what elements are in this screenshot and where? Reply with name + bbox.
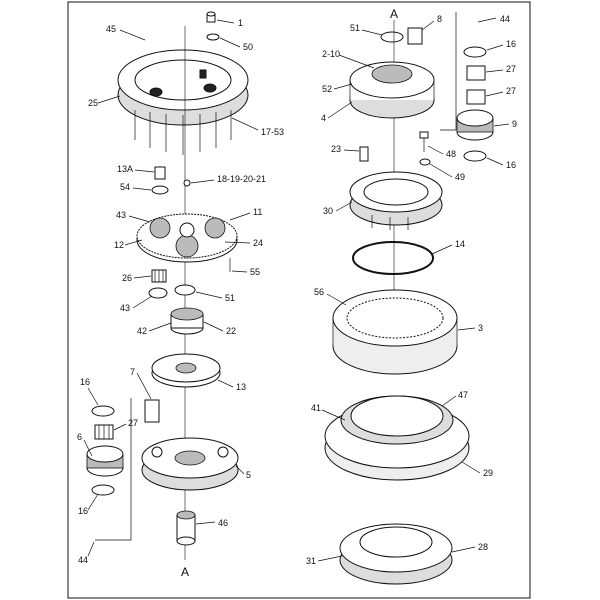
label-7: 7 (130, 367, 135, 377)
label-43-bottom: 43 (120, 303, 130, 313)
label-47: 47 (458, 390, 468, 400)
label-2-10: 2-10 (322, 49, 340, 59)
part-7-pin (144, 399, 160, 423)
part-17-53-bolts (134, 110, 232, 155)
label-54: 54 (120, 182, 130, 192)
part-28-cover (339, 523, 453, 585)
label-43-top: 43 (116, 210, 126, 220)
part-16-washer-d (463, 150, 487, 162)
label-3: 3 (478, 323, 483, 333)
callout-labels: 1 50 45 25 17-53 13A 54 18-19-20-21 43 1… (77, 7, 517, 579)
label-23: 23 (331, 144, 341, 154)
label-A-top: A (390, 7, 398, 21)
label-6: 6 (77, 432, 82, 442)
part-18-21-fastener (183, 179, 191, 187)
label-52: 52 (322, 84, 332, 94)
label-A-bottom: A (181, 565, 189, 579)
label-11: 11 (253, 207, 262, 217)
part-48-bolt (419, 131, 429, 152)
part-54-ring (151, 185, 169, 195)
part-25-carrier (117, 49, 249, 126)
label-26: 26 (122, 273, 132, 283)
part-26-bearing (151, 269, 167, 283)
part-27-bearing-b (466, 65, 486, 81)
label-17-53: 17-53 (261, 127, 284, 137)
label-42: 42 (137, 326, 147, 336)
part-14-o-ring (352, 241, 434, 275)
label-14: 14 (455, 239, 465, 249)
axis-line-pinion (95, 398, 132, 541)
part-23-pin (359, 146, 369, 162)
part-3-ring-gear (332, 289, 458, 375)
part-11-planetary-gear-assembly (136, 213, 238, 263)
part-6-planet-gear (86, 445, 124, 477)
part-5-carrier (141, 437, 239, 491)
part-9-planet-gear (456, 109, 494, 141)
label-25: 25 (88, 98, 98, 108)
label-16-top-left: 16 (80, 377, 90, 387)
part-46-bearing (176, 510, 196, 546)
label-12: 12 (114, 240, 124, 250)
label-5: 5 (246, 470, 251, 480)
axis-line-44 (440, 12, 457, 131)
part-16-washer-c (463, 46, 487, 58)
label-27-top-right: 27 (506, 64, 516, 74)
label-1: 1 (238, 18, 243, 28)
label-27-mid-right: 27 (506, 86, 516, 96)
diagram-frame (67, 1, 531, 599)
label-18-19-20-21: 18-19-20-21 (217, 174, 266, 184)
label-50: 50 (243, 42, 253, 52)
part-8-plug (407, 27, 423, 45)
part-16-washer-b (91, 484, 115, 496)
label-13: 13 (236, 382, 246, 392)
part-43-washer (148, 287, 168, 299)
label-46: 46 (218, 518, 228, 528)
part-50-washer (206, 33, 220, 41)
part-27-bearing-a (94, 424, 114, 440)
label-8: 8 (437, 14, 442, 24)
part-13-plate (151, 353, 221, 388)
label-31: 31 (306, 556, 316, 566)
label-48: 48 (446, 149, 456, 159)
part-30-ring-gear (349, 171, 443, 230)
part-22-sun-gear (170, 307, 204, 335)
label-9: 9 (512, 119, 517, 129)
label-4: 4 (321, 113, 326, 123)
label-51-left: 51 (225, 293, 235, 303)
label-51-top: 51 (350, 23, 360, 33)
label-55: 55 (250, 267, 260, 277)
part-27-bearing-c (466, 89, 486, 105)
part-4-housing (349, 61, 435, 119)
part-13A-pin (154, 166, 166, 180)
label-16-top-right: 16 (506, 39, 516, 49)
part-16-washer-a (91, 405, 115, 417)
part-29-housing (324, 395, 470, 481)
part-1-bolt (206, 11, 216, 23)
label-30: 30 (323, 206, 333, 216)
part-49-washer (419, 158, 431, 166)
label-45: 45 (106, 24, 116, 34)
label-27-left: 27 (128, 418, 138, 428)
label-16-bottom-right: 16 (506, 160, 516, 170)
label-41: 41 (311, 403, 321, 413)
label-22: 22 (226, 326, 236, 336)
label-56: 56 (314, 287, 324, 297)
label-13A: 13A (117, 164, 133, 174)
label-24: 24 (253, 238, 263, 248)
part-51-washer-top (380, 31, 404, 43)
label-29: 29 (483, 468, 493, 478)
label-49: 49 (455, 172, 465, 182)
part-51-washer (174, 284, 196, 296)
label-28: 28 (478, 542, 488, 552)
label-44-bottom: 44 (78, 555, 88, 565)
label-44-top: 44 (500, 14, 510, 24)
label-16-bottom-left: 16 (78, 506, 88, 516)
